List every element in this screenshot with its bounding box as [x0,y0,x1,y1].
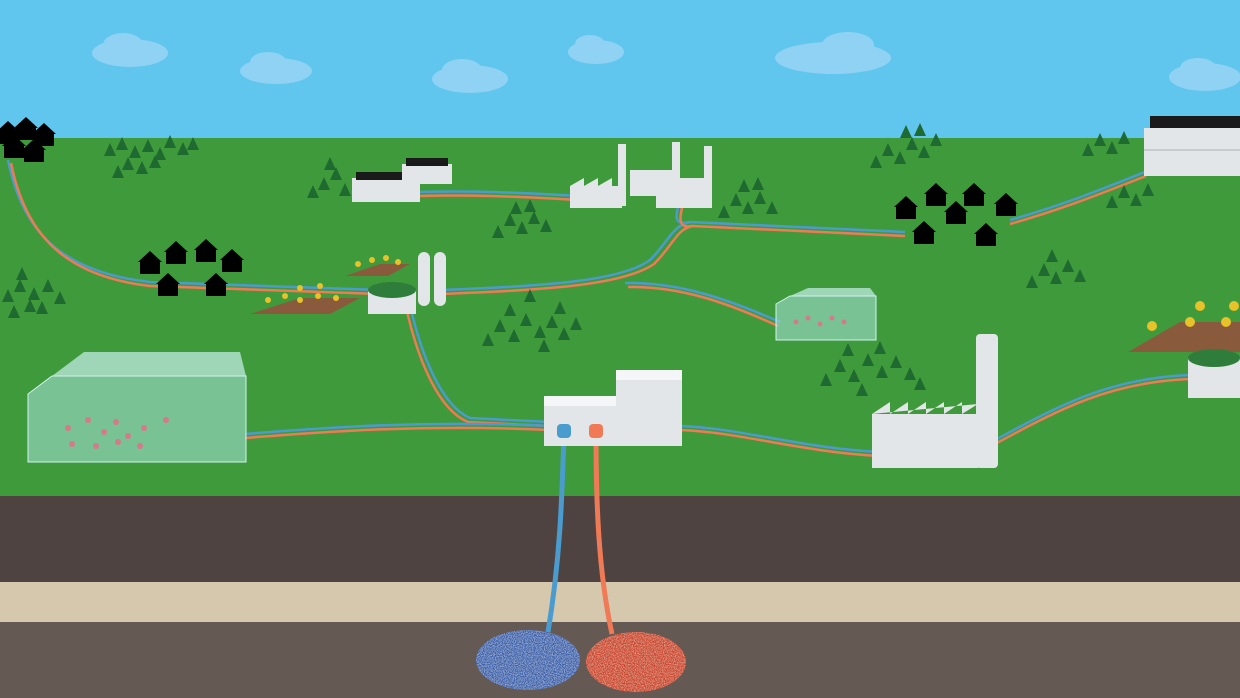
soil-layer-sand [0,582,1240,622]
clouds [92,32,1240,93]
pipe-segment [1009,170,1147,226]
pipe-segment [624,281,781,328]
pipe-segment [679,424,881,458]
cloud [1169,58,1240,91]
factory-icon [872,334,998,468]
cold-injection-well [545,431,567,633]
pipe-segment [6,159,381,296]
soil-layer-top [0,496,1240,582]
hot-well-head [589,424,603,438]
sky [0,0,1240,140]
geothermal-plant-icon [544,370,682,446]
cloud [568,35,624,64]
cold-reservoir-icon [476,630,580,690]
cloud [432,59,508,93]
hot-production-well [593,431,615,635]
pipe-segment [419,190,581,202]
greenhouse-icon [775,288,877,341]
biogas-tank-icon [368,282,416,314]
pipe-segment [994,373,1191,446]
biogas-tank-icon [1188,349,1240,398]
silo-icon [418,252,446,306]
field-icon [250,283,360,314]
factory-icon [570,142,712,208]
field-icon [1128,301,1240,352]
pipe-segment [404,304,551,428]
pipe-segment [244,422,551,440]
factory-icon [352,158,452,202]
cold-well-head [557,424,571,438]
hot-reservoir-icon [586,632,686,692]
cloud [92,33,168,67]
field-icon [345,255,410,276]
cloud [240,52,312,84]
greenhouse-icon [27,352,247,463]
factory-icon [1144,116,1240,176]
pipe-network [6,159,1191,458]
cloud [775,32,891,74]
pipe-segment [439,220,906,296]
